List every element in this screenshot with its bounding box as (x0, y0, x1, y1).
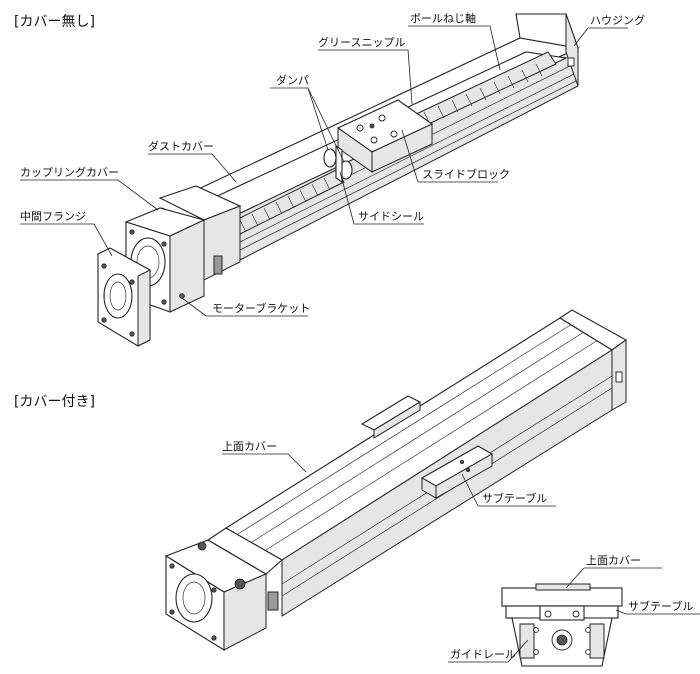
label-detail-sub-table: サブテーブル (628, 599, 693, 613)
slide-block (336, 99, 434, 173)
leader-lines (20, 25, 700, 663)
section-title-with-cover: [カバー付き] (14, 394, 95, 410)
middle-flange (97, 247, 151, 347)
sub-table-rear (360, 395, 422, 439)
label-ball-screw: ボールねじ軸 (410, 11, 476, 25)
label-guide-rail: ガイドレール (450, 648, 516, 661)
section-title-no-cover: [カバー無し] (14, 14, 95, 30)
label-sub-table: サブテーブル (482, 491, 547, 505)
label-damper: ダンパ (276, 73, 309, 87)
label-housing: ハウジング (590, 13, 645, 27)
detail-top-cover (501, 587, 623, 607)
cross-section-detail (501, 583, 623, 667)
label-middle-flange: 中間フランジ (20, 210, 86, 223)
label-dust-cover: ダストカバー (148, 139, 214, 153)
actuator-no-cover (97, 13, 580, 347)
label-slide-block: スライドブロック (422, 167, 510, 181)
damper-1 (323, 148, 337, 168)
motor-bracket-covered (164, 527, 283, 651)
sub-table (420, 445, 494, 499)
housing-end (515, 13, 579, 87)
label-coupling-cover: カップリングカバー (20, 165, 119, 179)
label-detail-top-cover: 上面カバー (586, 554, 641, 567)
labels: ボールねじ軸 ハウジング グリースニップル ダンパ ダストカバー スライドブロッ… (20, 11, 693, 661)
label-motor-bracket: モーターブラケット (212, 301, 310, 315)
label-top-cover: 上面カバー (222, 440, 277, 453)
label-side-seal: サイドシール (358, 210, 424, 223)
actuator-with-cover (164, 309, 628, 651)
motor-bracket (124, 207, 223, 313)
label-grease-nipple: グリースニップル (318, 35, 405, 49)
detail-guide-rail-right (589, 623, 605, 659)
ball-screw-left (227, 169, 345, 237)
